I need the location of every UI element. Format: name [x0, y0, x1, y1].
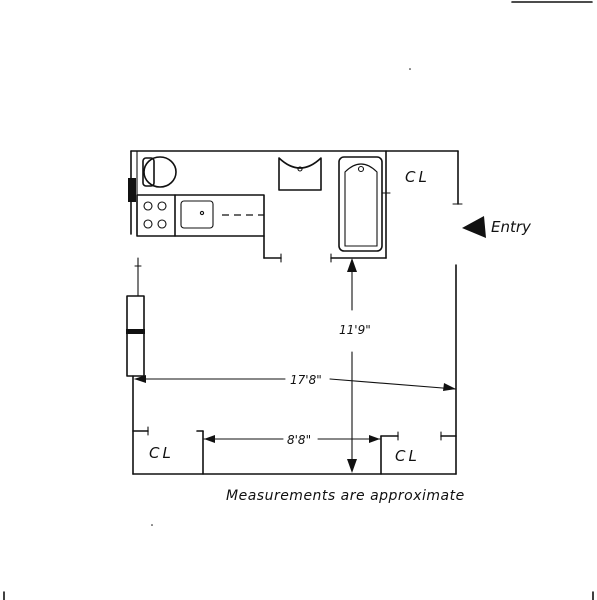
entry-label: Entry	[491, 218, 532, 236]
closet-label-top-right: CL	[405, 168, 430, 186]
window	[126, 257, 145, 377]
entry-arrow-icon	[462, 216, 486, 238]
scan-speck	[409, 68, 411, 70]
closet-gap-dimension-line: 8'8"	[203, 433, 381, 447]
kitchen-sink-icon	[180, 200, 214, 229]
width-dimension-line: 17'8"	[134, 373, 456, 391]
closet-top-right: CL	[405, 168, 430, 186]
closet-label-bottom-left: CL	[149, 444, 174, 462]
measurements-note: Measurements are approximate	[226, 488, 465, 504]
scan-speck	[151, 524, 153, 526]
toilet-icon	[142, 156, 177, 188]
bathtub-icon	[338, 156, 383, 252]
height-dimension-label: 11'9"	[339, 323, 371, 337]
bathroom-sink-icon	[278, 157, 322, 191]
wall-panel-dark	[128, 178, 136, 202]
entry-marker: Entry	[462, 216, 532, 238]
kitchen-counter	[136, 194, 282, 263]
closet-bottom-right: CL	[380, 431, 457, 475]
stove-icon	[143, 201, 167, 229]
height-dimension-line: 11'9"	[339, 258, 371, 473]
width-dimension-label: 17'8"	[290, 373, 322, 387]
closet-bottom-left: CL	[132, 426, 204, 475]
bathroom-partition	[330, 150, 391, 263]
closet-gap-dimension-label: 8'8"	[287, 433, 311, 447]
closet-label-bottom-right: CL	[395, 447, 420, 465]
outer-walls	[130, 150, 463, 475]
